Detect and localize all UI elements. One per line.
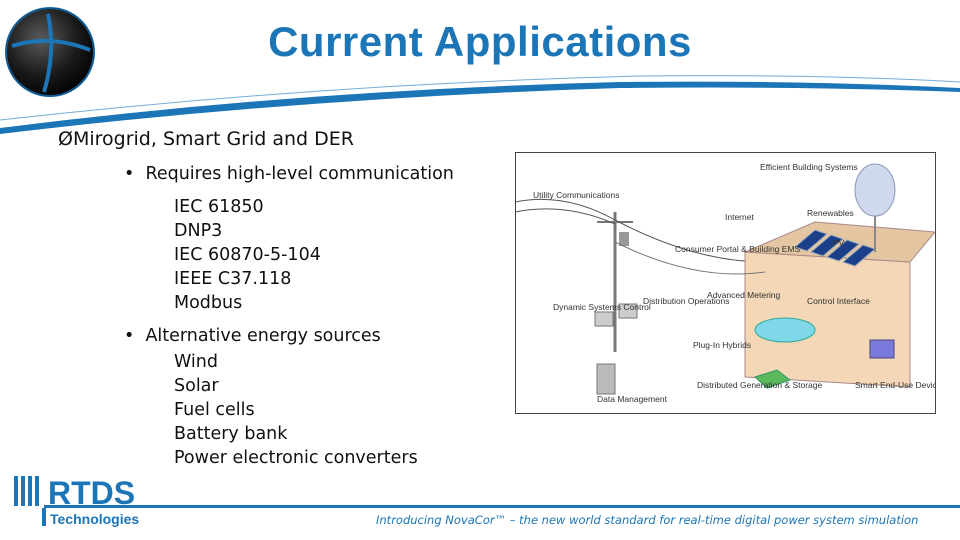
section1-bullet: • Requires high-level communication bbox=[124, 164, 454, 184]
label-control: Control Interface bbox=[807, 296, 870, 306]
list-item: DNP3 bbox=[174, 221, 223, 241]
header-swoosh bbox=[0, 75, 960, 134]
globe-logo-icon bbox=[5, 7, 95, 97]
list-item: Wind bbox=[174, 352, 218, 372]
list-item: Power electronic converters bbox=[174, 448, 418, 468]
footer-divider bbox=[44, 505, 960, 508]
label-internet: Internet bbox=[725, 212, 754, 222]
list-item: IEC 60870-5-104 bbox=[174, 245, 321, 265]
list-item: IEEE C37.118 bbox=[174, 269, 292, 289]
list-item: Fuel cells bbox=[174, 400, 255, 420]
label-hybrids: Plug-In Hybrids bbox=[693, 340, 751, 350]
label-utility: Utility Communications bbox=[533, 190, 619, 200]
energy-list: Wind Solar Fuel cells Battery bank Power… bbox=[174, 350, 418, 470]
arrow-bullet-icon: Ø bbox=[58, 128, 73, 150]
smart-grid-diagram: Efficient Building Systems Utility Commu… bbox=[515, 152, 936, 414]
dot-bullet-icon: • bbox=[124, 164, 146, 184]
label-renewables: Renewables bbox=[807, 208, 854, 218]
section2-bullet: • Alternative energy sources bbox=[124, 326, 381, 346]
label-smart: Smart End-Use Devices bbox=[855, 380, 936, 390]
label-efficient: Efficient Building Systems bbox=[760, 162, 858, 172]
section1-heading: Requires high-level communication bbox=[145, 164, 454, 184]
protocol-list: IEC 61850 DNP3 IEC 60870-5-104 IEEE C37.… bbox=[174, 195, 321, 315]
page-title: Current Applications bbox=[268, 18, 692, 65]
list-item: Solar bbox=[174, 376, 219, 396]
label-pv: PV bbox=[833, 238, 845, 248]
label-consumer: Consumer Portal & Building EMS bbox=[675, 244, 801, 254]
list-item: IEC 61850 bbox=[174, 197, 264, 217]
logo-subtitle: Technologies bbox=[50, 511, 139, 527]
main-bullet: ØMirogrid, Smart Grid and DER bbox=[58, 128, 354, 150]
label-dynamic: Dynamic Systems Control bbox=[553, 302, 651, 312]
rtds-bars-icon: RTDS Technologies bbox=[14, 475, 139, 527]
label-data: Data Management bbox=[597, 394, 668, 404]
section2-heading: Alternative energy sources bbox=[145, 326, 381, 346]
label-advmeter: Advanced Metering bbox=[707, 290, 781, 300]
list-item: Modbus bbox=[174, 293, 243, 313]
dot-bullet-icon: • bbox=[124, 326, 146, 346]
main-bullet-text: Mirogrid, Smart Grid and DER bbox=[72, 128, 354, 150]
rtds-logo: RTDS Technologies bbox=[12, 474, 172, 528]
list-item: Battery bank bbox=[174, 424, 288, 444]
label-distgen: Distributed Generation & Storage bbox=[697, 380, 822, 390]
footer-text: Introducing NovaCor™ – the new world sta… bbox=[376, 513, 919, 527]
label-distops: Distribution Operations bbox=[643, 296, 729, 306]
